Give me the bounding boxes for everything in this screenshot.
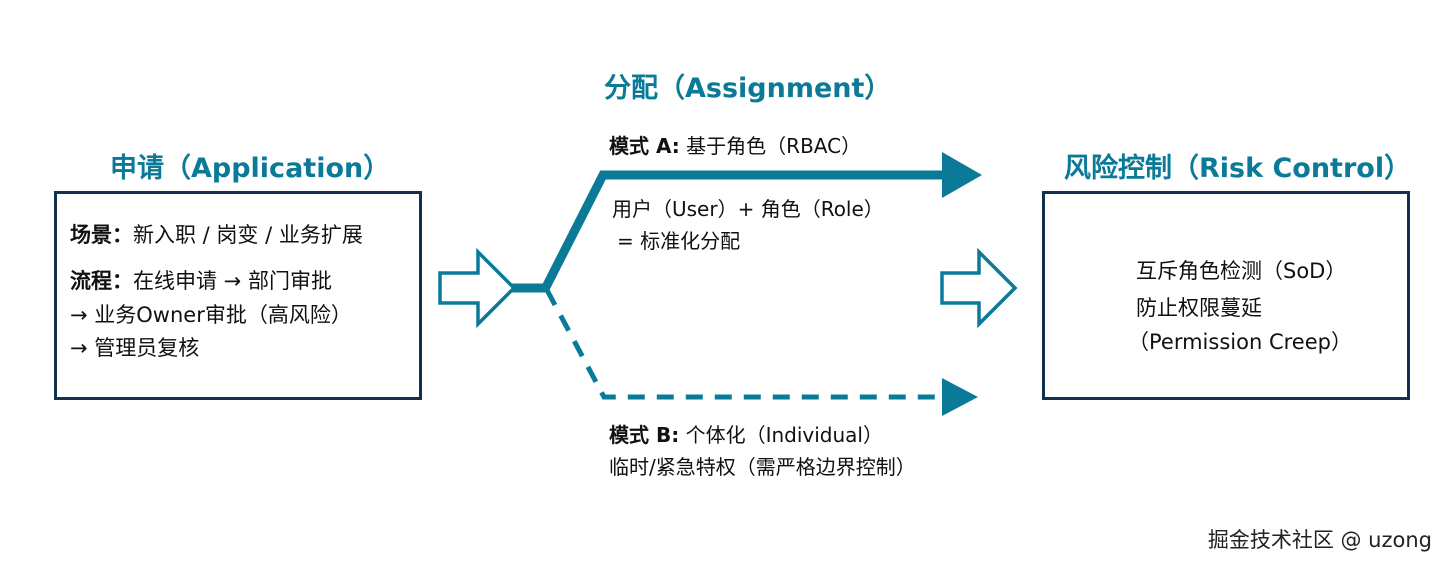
assignment-title: 分配（Assignment） <box>604 73 892 104</box>
process-label: 流程： <box>70 269 133 293</box>
risk-line-3: （Permission Creep） <box>1128 330 1352 354</box>
mode-b-arrowhead <box>942 378 978 416</box>
risk-line-2: 防止权限蔓延 <box>1136 296 1262 320</box>
scene-label: 场景： <box>70 223 133 247</box>
risk-line-1: 互斥角色检测（SoD） <box>1136 259 1347 283</box>
mode-a-heading: 模式 A: 基于角色（RBAC） <box>609 132 861 161</box>
mode-a-detail-line-1: 用户（User）+ 角色（Role） <box>612 197 884 221</box>
mode-b-branch-line <box>544 288 944 400</box>
risk-control-box <box>1042 191 1410 400</box>
mode-a-detail-line-2: = 标准化分配 <box>617 229 741 253</box>
mode-b-detail: 临时/紧急特权（需严格边界控制） <box>609 455 916 479</box>
application-title: 申请（Application） <box>110 153 391 184</box>
mode-a-branch-line <box>540 170 948 292</box>
hollow-arrow-to-risk-control <box>940 247 1018 329</box>
application-process: 流程：在线申请 → 部门审批 <box>70 266 332 296</box>
mode-b-value: 个体化（Individual） <box>679 423 883 447</box>
risk-control-title: 风险控制（Risk Control） <box>1064 153 1412 184</box>
mode-a-arrowhead <box>942 152 982 198</box>
scene-value: 新入职 / 岗变 / 业务扩展 <box>133 223 363 247</box>
mode-a-value: 基于角色（RBAC） <box>679 134 862 158</box>
mode-a-label: 模式 A: <box>609 134 680 158</box>
application-process-line-2: → 业务Owner审批（高风险） <box>70 303 352 327</box>
application-scene: 场景：新入职 / 岗变 / 业务扩展 <box>70 220 363 250</box>
mode-b-label: 模式 B: <box>609 423 680 447</box>
mode-b-heading: 模式 B: 个体化（Individual） <box>609 421 883 450</box>
process-line-1: 在线申请 → 部门审批 <box>133 269 332 293</box>
application-process-line-3: → 管理员复核 <box>70 336 200 360</box>
watermark: 掘金技术社区 @ uzong <box>1207 528 1432 552</box>
hollow-arrow-to-assignment <box>438 247 517 329</box>
application-box <box>54 191 422 400</box>
